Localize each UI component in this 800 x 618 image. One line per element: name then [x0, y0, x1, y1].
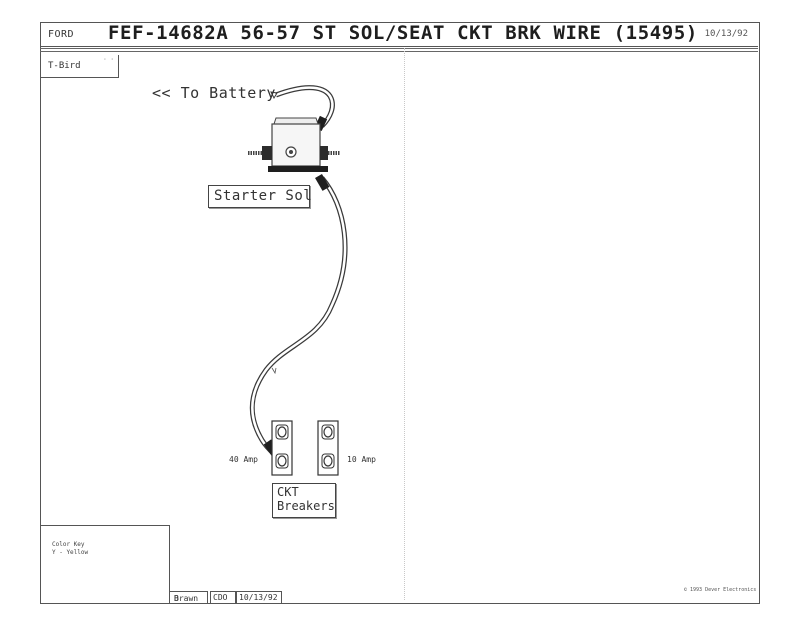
ckt-label-line2: Breakers — [277, 499, 335, 513]
to-battery-label: << To Battery — [152, 84, 276, 102]
left-nut — [262, 146, 272, 160]
color-key-title: Color Key — [52, 541, 85, 548]
right-nut — [320, 146, 328, 160]
initials-cell: CDO — [210, 591, 236, 604]
drawn-text: Drawn — [174, 594, 199, 603]
model-box: T-Bird · · — [40, 55, 119, 78]
amp-10-label: 10 Amp — [347, 455, 376, 464]
drawn-date: 10/13/92 — [239, 593, 278, 602]
ckt-label-line1: CKT — [277, 485, 299, 499]
header-date: 10/13/92 — [704, 29, 748, 39]
color-key-box: Color Key Y - Yellow — [40, 525, 170, 603]
solenoid-base — [268, 166, 328, 172]
starter-sol-callout: Starter Sol — [208, 185, 313, 208]
make-label: FORD — [48, 29, 75, 40]
drawn-date-cell: 10/13/92 — [236, 591, 282, 604]
part-title: FEF-14682A 56-57 ST SOL/SEAT CKT BRK WIR… — [108, 22, 698, 44]
wire-marker — [271, 367, 277, 375]
model-label: T-Bird — [48, 61, 81, 71]
solenoid-end-sleeve — [315, 173, 330, 191]
starter-sol-label: Starter Sol — [214, 188, 313, 204]
fold-line — [404, 48, 405, 600]
sheet-border — [40, 22, 760, 604]
drawn-mark: B — [174, 594, 179, 603]
drawn-cell: Drawn B — [169, 591, 208, 604]
copyright-notice: © 1993 Dever Electronics — [684, 587, 757, 593]
breaker-wire — [249, 173, 348, 462]
corner-dots: · · — [103, 56, 114, 63]
breaker-10-amp — [317, 420, 339, 476]
title-bar: FORD FEF-14682A 56-57 ST SOL/SEAT CKT BR… — [40, 22, 758, 47]
header-rule — [40, 48, 758, 49]
breaker-40-amp — [271, 420, 293, 476]
amp-40-label: 40 Amp — [229, 455, 258, 464]
color-key-item: Y - Yellow — [52, 549, 89, 556]
header-rule-double — [40, 51, 758, 52]
starter-solenoid — [248, 117, 340, 172]
initials-label: CDO — [213, 593, 228, 602]
